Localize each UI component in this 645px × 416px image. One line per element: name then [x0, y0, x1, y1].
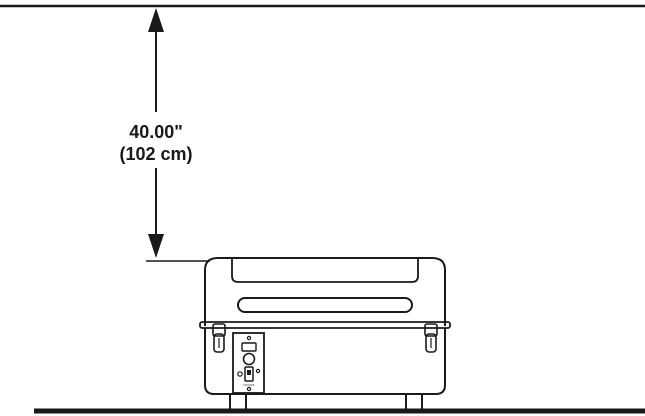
- grill-body: [204, 328, 446, 395]
- power-switch-toggle: [247, 370, 251, 375]
- left-latch: [212, 323, 226, 353]
- dimension-arrow-top: [148, 8, 164, 32]
- right-latch: [424, 323, 438, 353]
- power-switch: [244, 366, 254, 382]
- panel-port-right: [255, 368, 261, 374]
- panel-port-left: [237, 371, 243, 377]
- lid-handle-slot: [237, 297, 413, 313]
- lid-top-recess: [231, 258, 419, 283]
- panel-bottom-indicator: [246, 386, 252, 392]
- dimension-arrow-bottom: [148, 234, 164, 258]
- control-panel: ON/OFF: [232, 332, 265, 394]
- grill-lid: [204, 257, 446, 326]
- panel-top-indicator: [246, 335, 252, 341]
- control-knob: [242, 352, 256, 366]
- dimension-imperial-label: 40.00": [129, 122, 183, 142]
- power-switch-caption: ON/OFF: [243, 383, 254, 387]
- lid-seam-rail: [199, 321, 451, 329]
- right-foot: [405, 394, 423, 409]
- panel-display: [241, 342, 257, 352]
- left-foot: [229, 394, 247, 409]
- dimension-metric-label: (102 cm): [119, 144, 192, 164]
